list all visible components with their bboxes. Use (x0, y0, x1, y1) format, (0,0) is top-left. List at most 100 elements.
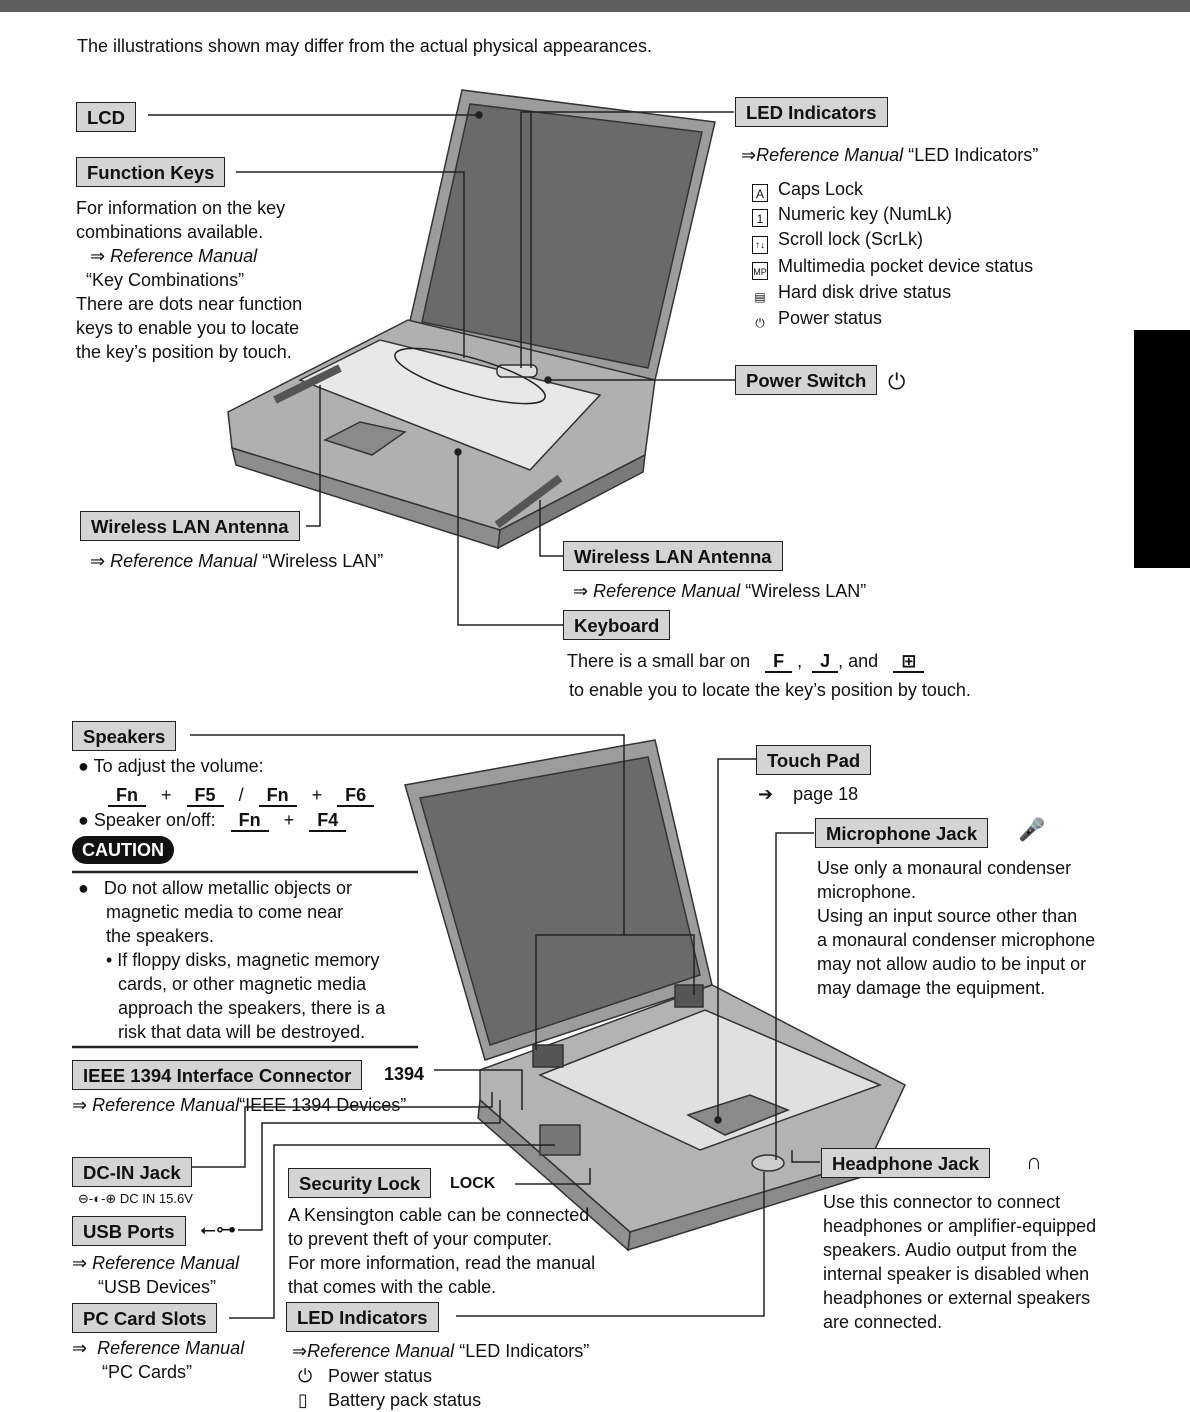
page-number: 18 (838, 784, 859, 804)
security-line1: A Kensington cable can be connected (288, 1205, 590, 1225)
wl-right-ref-manual: Reference Manual (593, 581, 741, 601)
touch-pad-page-ref: ➔ page 18 (758, 782, 858, 806)
led-item-scroll-lock: ↑↓Scroll lock (ScrLk) (752, 227, 1033, 254)
key-f6: F6 (337, 785, 375, 807)
fk-desc-line3: There are dots near function (76, 294, 303, 314)
reference-arrow-icon: ⇒ (573, 581, 594, 601)
led-item-text: Scroll lock (ScrLk) (778, 229, 924, 249)
mic-line4: a monaural condenser microphone (817, 930, 1096, 950)
ieee-reference: ⇒ Reference Manual“IEEE 1394 Devices” (72, 1093, 406, 1117)
fk-reference: ⇒ Reference Manual (76, 244, 302, 268)
hp-line3: speakers. Audio output from the (823, 1240, 1078, 1260)
bottom-laptop-illustration (404, 739, 906, 1252)
battery-icon: ▯ (298, 1390, 308, 1410)
key-f4: F4 (309, 810, 347, 832)
bullet-icon: ● (78, 878, 104, 898)
power-switch-label: Power Switch (735, 365, 878, 395)
reference-arrow-icon: ⇒ (741, 145, 757, 165)
dc-in-spec-text: DC IN 15.6V (119, 1191, 193, 1206)
lock-tag: LOCK (450, 1175, 496, 1192)
usb-ports-label: USB Ports (72, 1216, 186, 1246)
headphone-desc: Use this connector to connect headphones… (823, 1190, 1096, 1334)
reference-arrow-icon: ⇒ (90, 246, 111, 266)
key-f5: F5 (186, 785, 224, 807)
speakers-label: Speakers (72, 721, 177, 751)
hp-line1: Use this connector to connect (823, 1192, 1061, 1212)
led-item-text: Caps Lock (778, 179, 864, 199)
led-reference: ⇒Reference Manual “LED Indicators” (741, 143, 1038, 167)
keyboard-desc-line2: to enable you to locate the key’s positi… (569, 680, 971, 700)
wl-left-ref-topic: “Wireless LAN” (262, 551, 384, 571)
power-button-icon: ⏻ (888, 369, 906, 394)
caution-text-1: Do not allow metallic objects or (103, 878, 352, 898)
fk-ref-topic: “Key Combinations” (86, 270, 245, 290)
headphone-icon: ∩ (1026, 1149, 1042, 1174)
reference-arrow-icon: ⇒ (90, 551, 111, 571)
caution-line6: approach the speakers, there is a (118, 998, 386, 1018)
microphone-icon: 🎤 (1018, 817, 1046, 842)
led-bottom-ref-manual: Reference Manual (307, 1341, 455, 1361)
keyboard-desc-line1: There is a small bar on F , J, and ⊞ (567, 649, 925, 673)
onoff-text: Speaker on/off: (93, 810, 216, 830)
led-indicators-bottom-label: LED Indicators (286, 1302, 439, 1332)
security-line2: to prevent theft of your computer. (288, 1229, 553, 1249)
led-ref-manual: Reference Manual (756, 145, 904, 165)
function-keys-label: Function Keys (76, 157, 226, 187)
comma: , (797, 651, 803, 671)
plus-sign: + (311, 785, 323, 805)
speaker-onoff-line: ● Speaker on/off: Fn + F4 (78, 808, 347, 832)
caution-line1: ● Do not allow metallic objects or (78, 876, 385, 900)
pccard-reference: ⇒ Reference Manual “PC Cards” (72, 1336, 244, 1384)
led-battery-item: ▯Battery pack status (298, 1388, 481, 1412)
led-item-text: Power status (778, 308, 883, 328)
usb-ref-topic: “USB Devices” (98, 1277, 217, 1297)
pc-card-slots-label: PC Card Slots (72, 1303, 218, 1333)
led-item-multimedia: MP Multimedia pocket device status (752, 254, 1033, 280)
multimedia-pocket-icon: MP (752, 262, 768, 280)
dc-in-spec: ⊖-◐-⊕ DC IN 15.6V (78, 1187, 193, 1211)
hp-line6: are connected. (823, 1312, 943, 1332)
reference-arrow-icon: ⇒ (72, 1338, 93, 1358)
keyboard-desc-text: There is a small bar on (567, 651, 751, 671)
reference-arrow-icon: ⇒ (72, 1095, 93, 1115)
led-indicators-label: LED Indicators (735, 97, 888, 127)
ieee-ref-topic: “IEEE 1394 Devices” (239, 1095, 407, 1115)
bullet-icon: ● (78, 756, 94, 776)
led-bottom-reference: ⇒Reference Manual “LED Indicators” (292, 1339, 589, 1363)
ieee1394-port-tag: 1394 (384, 1064, 425, 1084)
mic-line2: microphone. (817, 882, 917, 902)
key-fn: Fn (258, 785, 297, 807)
led-item-hdd: ▤Hard disk drive status (752, 280, 1033, 306)
keyboard-label: Keyboard (563, 610, 671, 640)
mic-line1: Use only a monaural condenser (817, 858, 1072, 878)
speakers-volume-line: ● To adjust the volume: (78, 754, 264, 778)
plus-sign: + (283, 810, 295, 830)
led-item-text: Multimedia pocket device status (778, 256, 1034, 276)
slash-sign: / (238, 785, 244, 805)
led-item-text: Hard disk drive status (778, 282, 952, 302)
wireless-lan-antenna-left-label: Wireless LAN Antenna (80, 511, 300, 541)
pccard-ref-topic: “PC Cards” (102, 1362, 193, 1382)
bullet-icon: ● (78, 810, 89, 830)
bottom-leader-lines (72, 734, 820, 1319)
function-keys-desc: For information on the key combinations … (76, 196, 302, 364)
caution-line2: magnetic media to come near (106, 902, 344, 922)
pccard-ref-manual: Reference Manual (97, 1338, 245, 1358)
ieee1394-label: IEEE 1394 Interface Connector (72, 1060, 363, 1090)
usb-ref-manual: Reference Manual (92, 1253, 240, 1273)
caution-line5: cards, or other magnetic media (118, 974, 367, 994)
wl-left-ref-manual: Reference Manual (110, 551, 258, 571)
reference-arrow-icon: ⇒ (292, 1341, 308, 1361)
led-item-text: Numeric key (NumLk) (778, 204, 953, 224)
security-lock-desc: A Kensington cable can be connected to p… (288, 1203, 595, 1299)
caution-text: ● Do not allow metallic objects or magne… (78, 876, 385, 1044)
caution-line3: the speakers. (106, 926, 215, 946)
fk-desc-line4: keys to enable you to locate (76, 318, 300, 338)
page-word: page (793, 784, 834, 804)
touch-pad-label: Touch Pad (756, 745, 872, 775)
ieee-ref-manual: Reference Manual (92, 1095, 240, 1115)
fk-desc-line2: combinations available. (76, 222, 264, 242)
